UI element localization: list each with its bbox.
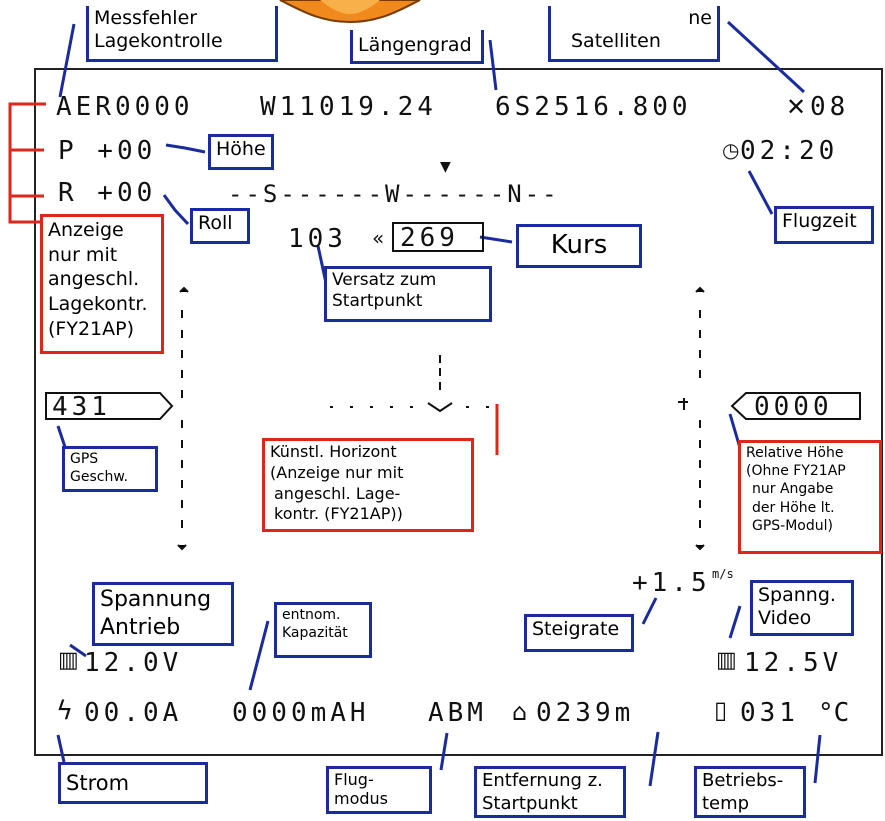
arrow-left-icon: « (372, 228, 384, 248)
climb-rate-readout: +1.5 (632, 570, 711, 596)
satellite-count: 08 (810, 94, 849, 120)
relative-alt-readout: 0000 (754, 394, 833, 420)
label-flugzeit: Flugzeit (774, 206, 874, 244)
label-kurs: Kurs (516, 224, 642, 268)
longitude-readout: W11019.24 (260, 94, 437, 120)
error-readout: AER0000 (56, 94, 194, 120)
label-strom: Strom (58, 762, 208, 804)
home-offset: 103 (288, 226, 347, 252)
flight-time: 02:20 (740, 138, 838, 164)
capacity-readout: 0000mAH (232, 700, 370, 726)
home-icon: ⌂ (512, 700, 527, 724)
battery-icon: ▥ (716, 650, 737, 672)
thermometer-icon: ▯ (714, 698, 727, 722)
satellite-icon: ✕ (786, 95, 806, 119)
label-versatz: Versatz zum Startpunkt (324, 266, 492, 322)
compass-tape: --S------W------N-- (228, 182, 560, 206)
label-laengengrad: Längengrad (350, 30, 484, 64)
label-hoehe: Höhe (208, 134, 274, 170)
label-spannung-antrieb: Spannung Antrieb (92, 582, 234, 646)
label-spanng-video: Spanng. Video (750, 580, 854, 636)
roll-readout: R +00 (58, 180, 156, 206)
label-roll: Roll (190, 208, 250, 244)
label-messfehler: Messfehler Lagekontrolle (86, 6, 278, 62)
label-satelliten: ne Satelliten (548, 6, 720, 62)
label-entfernung: Entfernung z. Startpunkt (474, 766, 626, 818)
label-steigrate: Steigrate (524, 614, 634, 652)
label-horizont: Künstl. Horizont (Anzeige nur mit angesc… (262, 438, 474, 532)
label-entnom-kapazitaet: entnom. Kapazität (274, 602, 372, 658)
temperature-readout: 031 (740, 700, 799, 726)
flight-mode-readout: ABM (428, 700, 487, 726)
video-voltage-readout: 12.5V (744, 650, 842, 676)
home-distance-readout: 0239m (536, 700, 634, 726)
gps-speed-readout: 431 (52, 394, 111, 420)
clock-icon: ◷ (722, 140, 739, 160)
label-flugmodus: Flug- modus (326, 766, 432, 814)
temperature-unit: °C (818, 700, 849, 726)
label-gps-speed: GPS Geschw. (62, 446, 158, 492)
pitch-readout: P +00 (58, 138, 156, 164)
main-voltage-readout: 12.0V (84, 650, 182, 676)
latitude-readout: 6S2516.800 (495, 94, 692, 120)
heading-readout: 269 (400, 225, 459, 251)
current-readout: 00.0A (84, 700, 182, 726)
lightning-icon: ϟ (56, 698, 73, 724)
label-betriebstemp: Betriebs- temp (694, 766, 806, 818)
label-anzeige: Anzeige nur mit angeschl. Lagekontr. (FY… (40, 214, 164, 354)
battery-icon: ▥ (58, 650, 79, 672)
compass-marker-icon: ▼ (440, 160, 451, 174)
climb-rate-unit: m/s (712, 568, 734, 580)
label-relative-hoehe: Relative Höhe (Ohne FY21AP nur Angabe de… (738, 440, 882, 554)
